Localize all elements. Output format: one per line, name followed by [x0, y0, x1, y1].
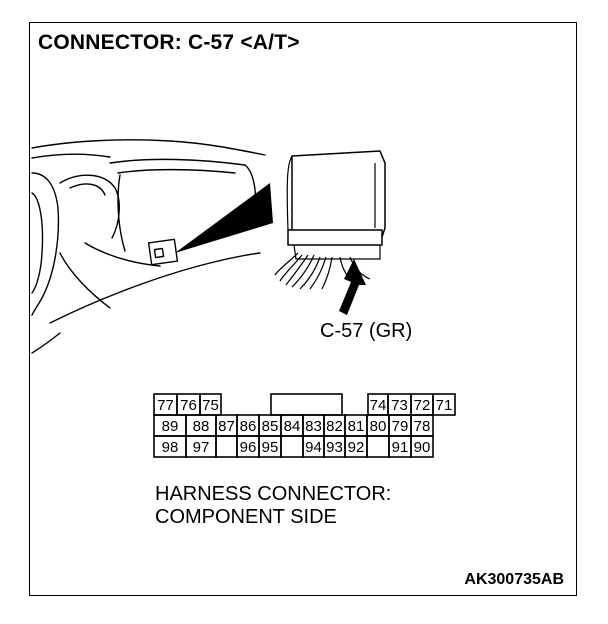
pin-label-94: 94 — [305, 439, 322, 456]
diagram-frame: CONNECTOR: C-57 <A/T> — [29, 22, 577, 596]
pin-label-82: 82 — [326, 418, 343, 435]
pin-label-73: 73 — [391, 397, 408, 414]
pin-label-93: 93 — [326, 439, 343, 456]
pin-label-86: 86 — [240, 418, 257, 435]
pin-label-75: 75 — [202, 397, 219, 414]
caption-line-1: HARNESS CONNECTOR: — [155, 483, 392, 505]
pin-label-79: 79 — [392, 418, 409, 435]
pin-label-72: 72 — [414, 397, 431, 414]
pin-label-84: 84 — [284, 418, 301, 435]
pin-label-90: 90 — [414, 439, 431, 456]
pin-label-96: 96 — [240, 439, 257, 456]
arrow-icon — [339, 259, 366, 315]
pin-label-76: 76 — [180, 397, 197, 414]
diagram-title: CONNECTOR: C-57 <A/T> — [38, 31, 300, 54]
pin-label-88: 88 — [193, 418, 210, 435]
caption-line-2: COMPONENT SIDE — [155, 506, 337, 528]
pin-label-85: 85 — [262, 418, 279, 435]
connector-key-slot — [270, 393, 343, 416]
pin-label-81: 81 — [348, 418, 365, 435]
pin-label-80: 80 — [370, 418, 387, 435]
pin-label-74: 74 — [370, 397, 387, 414]
pin-cell — [410, 435, 434, 458]
pin-label-92: 92 — [348, 439, 365, 456]
pin-cell-blank — [280, 435, 304, 458]
pin-label-87: 87 — [218, 418, 235, 435]
pin-label-98: 98 — [162, 439, 179, 456]
pin-label-83: 83 — [305, 418, 322, 435]
pin-label-95: 95 — [262, 439, 279, 456]
pin-label-77: 77 — [157, 397, 174, 414]
pin-label-71: 71 — [436, 397, 453, 414]
pin-label-89: 89 — [162, 418, 179, 435]
dashboard-ecu-illustration — [31, 139, 386, 354]
pin-cell-blank — [215, 435, 238, 458]
pin-label-97: 97 — [193, 439, 210, 456]
connector-callout-label: C-57 (GR) — [320, 320, 413, 342]
pin-label-78: 78 — [414, 418, 431, 435]
pin-cell — [432, 393, 456, 416]
pin-cell-blank — [366, 435, 390, 458]
connector-view-caption: HARNESS CONNECTOR: COMPONENT SIDE — [155, 483, 391, 529]
figure-code: AK300735AB — [464, 571, 564, 588]
pin-label-91: 91 — [392, 439, 409, 456]
